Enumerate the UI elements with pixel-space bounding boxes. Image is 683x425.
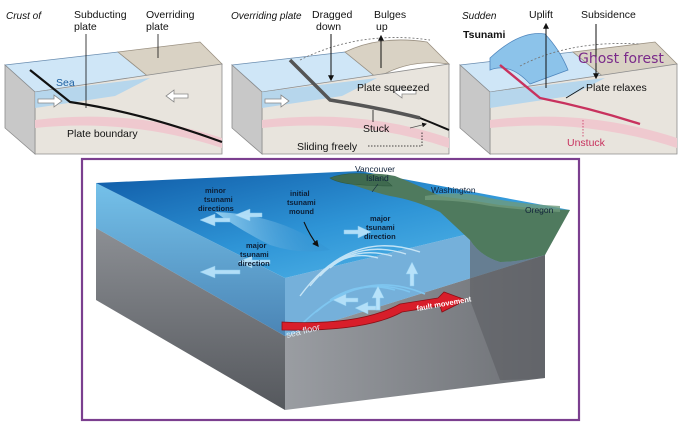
overriding-plate-label-1: Overriding: [146, 9, 195, 21]
initial-mound-label-2: tsunami: [287, 198, 316, 207]
subducting-plate-label-2: plate: [74, 21, 97, 33]
push-arrow-right-2: [264, 94, 290, 108]
major-right-label-3: direction: [364, 232, 396, 241]
relaxed-dotted: [519, 43, 641, 67]
stuck-zone-line: [288, 58, 421, 120]
water-front: [35, 78, 150, 108]
wave-rings-front: [301, 284, 426, 325]
subducting-slab-3: [490, 116, 677, 148]
push-arrow-left: [165, 89, 189, 103]
push-arrow-left-2: [393, 85, 417, 99]
panel1-title: Crust of: [6, 11, 42, 22]
subducting-plate-label-1: Subducting: [74, 9, 127, 21]
initial-mound-label-3: mound: [289, 207, 314, 216]
mound-pointer: [303, 221, 319, 248]
unstuck-line: [499, 64, 641, 126]
sea-label: Sea: [56, 77, 75, 89]
vancouver-island: [329, 173, 393, 187]
plate-boundary-label: Plate boundary: [67, 128, 138, 140]
overriding-plate-label-2: plate: [146, 21, 169, 33]
push-arrow-right: [37, 94, 63, 108]
ghost-forest-label: Ghost forest: [578, 51, 664, 67]
free-zone-line: [419, 117, 450, 131]
initial-mound-label-1: initial: [290, 189, 310, 198]
coast-cliff: [470, 240, 545, 380]
shore-arrows: [371, 261, 419, 311]
coastline-land: [340, 173, 570, 262]
tsunami-mound: [215, 212, 330, 252]
sliding-freely-label: Sliding freely: [297, 141, 358, 153]
dragged-down-label-1: Dragged: [312, 9, 352, 21]
bulge-dotted: [299, 37, 431, 61]
major-left-label-2: tsunami: [240, 250, 269, 259]
panel-sudden: Sudden Uplift Subsidence Tsunami Ghost f…: [459, 9, 678, 155]
side-face-2: [231, 64, 263, 155]
major-right-label-1: major: [370, 214, 391, 223]
oregon-label: Oregon: [525, 205, 554, 215]
major-left-label-3: direction: [238, 259, 270, 268]
plate-relaxes-label: Plate relaxes: [586, 82, 647, 94]
tsunami-label: Tsunami: [463, 29, 505, 41]
land-ridge: [425, 193, 560, 212]
uplift-label: Uplift: [529, 9, 553, 21]
subducting-slab-2: [262, 116, 449, 148]
panel-crust: Crust of Subducting plate Overriding pla…: [4, 9, 223, 155]
bulges-up-label-1: Bulges: [374, 9, 406, 21]
side-face: [4, 64, 36, 155]
water-front-2: [262, 78, 377, 108]
minor-tsunami-label-3: directions: [198, 204, 234, 213]
stuck-label: Stuck: [363, 123, 390, 135]
vancouver-label-2: Island: [366, 173, 389, 183]
side-face-3: [459, 64, 491, 155]
bulge-surface: [344, 39, 451, 79]
panel3-title: Sudden: [462, 11, 497, 22]
tsunami-map: Vancouver Island Washington Oregon minor…: [80, 157, 581, 422]
unstuck-label: Unstuck: [567, 137, 606, 149]
subducting-slab: [35, 116, 222, 148]
panel-overriding: Overriding plate Dragged down Bulges up …: [231, 9, 451, 155]
major-right-label-2: tsunami: [366, 223, 395, 232]
panel2-title: Overriding plate: [231, 11, 302, 22]
minor-tsunami-label-2: tsunami: [204, 195, 233, 204]
subsidence-label: Subsidence: [581, 9, 636, 21]
water-left-face: [96, 183, 285, 336]
water-front-3: [490, 78, 605, 108]
wave-rings: [299, 245, 421, 297]
bulges-up-label-2: up: [376, 21, 388, 33]
vancouver-label-1: Vancouver: [355, 164, 395, 174]
washington-label: Washington: [431, 185, 476, 195]
tsunami-wave: [489, 33, 569, 85]
dragged-down-label-2: down: [316, 21, 341, 33]
plate-boundary-line: [29, 69, 223, 144]
fault-movement-arrow: [281, 291, 468, 331]
tsunami-arrows: [199, 208, 381, 315]
plate-squeezed-label: Plate squeezed: [357, 82, 430, 94]
rock-left-face: [96, 228, 285, 410]
major-left-label-1: major: [246, 241, 267, 250]
minor-tsunami-label-1: minor: [205, 186, 226, 195]
